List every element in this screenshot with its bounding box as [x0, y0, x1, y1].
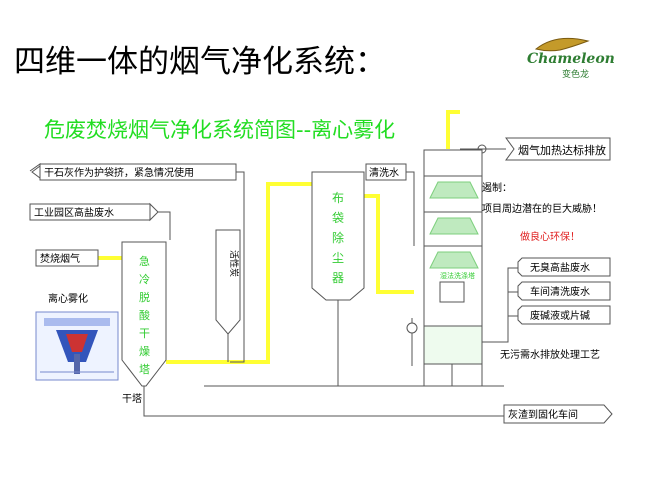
dry-tower-label: 干塔	[122, 392, 142, 405]
tower-caption: 湿法洗涤塔	[440, 271, 475, 280]
centrifugal-label: 离心雾化	[48, 292, 88, 305]
conscience-label: 做良心环保！	[520, 230, 580, 243]
salt-feed-line	[158, 211, 171, 240]
svg-text:布: 布	[332, 191, 344, 205]
scrubber-sump	[423, 325, 483, 365]
logo-wordmark: Chameleon	[527, 51, 615, 67]
scrubber-trays	[424, 175, 482, 247]
bag-filter-label: 布 袋 除 尘 器	[332, 191, 344, 285]
scrubber-demister	[439, 281, 465, 303]
right-box-2: 车间清洗废水	[530, 285, 590, 298]
diagram-title: 危废焚烧烟气净化系统简图--离心雾化	[44, 118, 395, 142]
dry-ash-label: 干石灰作为护袋挤，紧急情况使用	[44, 166, 194, 179]
logo-subtitle: 变色龙	[562, 68, 589, 80]
incin-gas-label: 焚烧烟气	[40, 252, 80, 265]
svg-text:除: 除	[332, 230, 344, 245]
svg-text:塔: 塔	[139, 363, 150, 376]
scrubber-sprays	[429, 181, 479, 269]
activated-carbon-silo	[215, 229, 241, 335]
atomizer-photo	[35, 311, 119, 381]
ash-out-box	[503, 404, 613, 424]
right-feed-line	[482, 267, 518, 343]
quench-tower-label: 急 冷 脱 酸 干 燥 塔	[139, 254, 150, 376]
svg-text:冷: 冷	[139, 273, 150, 286]
incin-gas-rect	[35, 249, 99, 267]
chameleon-logo: Chameleon 变色龙	[527, 37, 615, 80]
bag-filter	[311, 171, 365, 301]
right-box-3: 废碱液或片碱	[530, 309, 590, 322]
threat-label: 项目周边潜在的巨大威胁！	[482, 202, 602, 215]
svg-text:急: 急	[139, 254, 150, 268]
svg-text:酸: 酸	[139, 308, 150, 322]
ash-out-label: 灰渣到固化车间	[508, 408, 578, 421]
chameleon-icon	[534, 37, 590, 52]
pump-icon	[406, 322, 418, 334]
contain-label: 遏制：	[482, 181, 512, 194]
activated-carbon-label: 活性炭	[228, 250, 240, 277]
flue-gas-line-3	[362, 194, 414, 294]
clean-water-line	[406, 171, 415, 246]
svg-text:脱: 脱	[139, 290, 150, 304]
svg-text:尘: 尘	[332, 251, 344, 265]
svg-text:袋: 袋	[332, 211, 344, 225]
quench-tower	[121, 241, 167, 387]
right-inputs: 无臭高盐废水 车间清洗废水 废碱液或片碱	[517, 257, 611, 325]
exhaust-box	[505, 137, 611, 161]
ash-out-line	[143, 386, 508, 417]
clean-water-label: 清洗水	[369, 166, 399, 179]
flue-gas-line-2	[166, 182, 314, 364]
no-waste-water-label: 无污需水排放处理工艺	[500, 348, 600, 361]
flue-gas-line-4	[446, 110, 460, 149]
svg-text:器: 器	[332, 271, 344, 285]
svg-text:干: 干	[139, 327, 150, 340]
dry-ash-arrow	[31, 165, 41, 179]
ash-feed-line	[230, 171, 245, 363]
slide-title: 四维一体的烟气净化系统：	[14, 44, 386, 80]
salt-water-label: 工业园区高盐废水	[34, 206, 114, 219]
exhaust-label: 烟气加热达标排放	[518, 143, 606, 157]
right-box-1: 无臭高盐废水	[530, 261, 590, 274]
svg-text:燥: 燥	[139, 345, 150, 358]
salt-water-arrow	[149, 202, 159, 222]
